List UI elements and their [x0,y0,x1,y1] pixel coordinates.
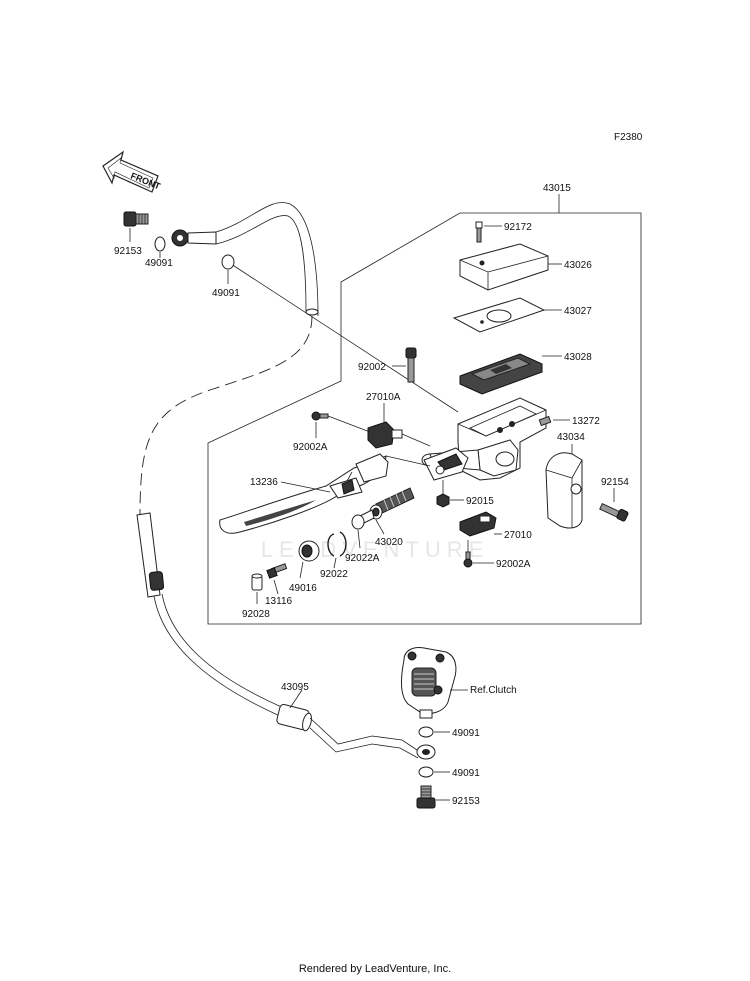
screw-92002A-top [311,411,329,421]
switch-27010 [459,511,497,537]
label-43028: 43028 [564,352,592,363]
label-92154: 92154 [601,477,629,488]
clutch-lever-13236 [219,453,389,534]
bolt-92154 [599,502,629,522]
label-43015: 43015 [543,183,571,194]
clutch-slave-cylinder [400,647,457,719]
label-ref-clutch: Ref.Clutch [470,685,517,696]
master-cylinder-body [421,397,547,481]
label-92153-top: 92153 [114,246,142,257]
banjo-bolt-92153-top [123,211,149,227]
washer-49091-a [154,236,166,252]
switch-27010A [367,421,403,449]
front-arrow-icon: FRONT [102,150,162,193]
label-92153-bottom: 92153 [452,796,480,807]
label-43026: 43026 [564,260,592,271]
cap-92028 [251,573,263,591]
reservoir-cap-43026 [459,243,549,291]
clutch-hose-43095 [136,202,436,760]
diaphragm-43028 [459,353,543,395]
label-92172: 92172 [504,222,532,233]
label-27010: 27010 [504,530,532,541]
label-49091-a: 49091 [145,258,173,269]
washer-49091-b [221,254,235,270]
washer-49091-c [418,726,434,738]
banjo-bolt-92153-bottom [416,785,436,809]
assembly-outline [207,212,642,625]
screw-92002A-bottom [463,551,473,568]
diaphragm-plate-43027 [452,297,546,333]
washer-92022A [351,514,365,530]
watermark: LEADVENTURE [261,537,490,562]
label-92002: 92002 [358,362,386,373]
label-27010A: 27010A [366,392,401,403]
label-92022A: 92022A [345,553,380,564]
bolt-92002 [405,347,417,383]
label-13236: 13236 [250,477,278,488]
label-43034: 43034 [557,432,585,443]
footer-credit: Rendered by LeadVenture, Inc. [298,963,452,975]
label-92002A-bottom: 92002A [496,559,531,570]
washer-49091-d [418,766,434,778]
pivot-linkage [423,447,469,481]
bleeder-13272 [538,415,552,427]
dust-boot-49016 [298,540,320,562]
pushrod-13116 [266,563,288,579]
label-49091-b: 49091 [212,288,240,299]
label-92022: 92022 [320,569,348,580]
label-43095: 43095 [281,682,309,693]
label-49016: 49016 [289,583,317,594]
label-49091-d: 49091 [452,768,480,779]
circlip-92022 [327,531,347,557]
label-43027: 43027 [564,306,592,317]
label-92015: 92015 [466,496,494,507]
figure-code: F2380 [614,132,643,143]
leader-hose-cylinder [227,261,459,413]
label-92002A-top: 92002A [293,442,328,453]
nut-92015 [436,493,450,508]
screw-92172 [475,221,483,243]
label-49091-c: 49091 [452,728,480,739]
piston-43020 [359,487,415,525]
clamp-43034 [545,452,583,529]
label-43020: 43020 [375,537,403,548]
label-13272: 13272 [572,416,600,427]
label-92028: 92028 [242,609,270,620]
label-13116: 13116 [265,596,293,607]
